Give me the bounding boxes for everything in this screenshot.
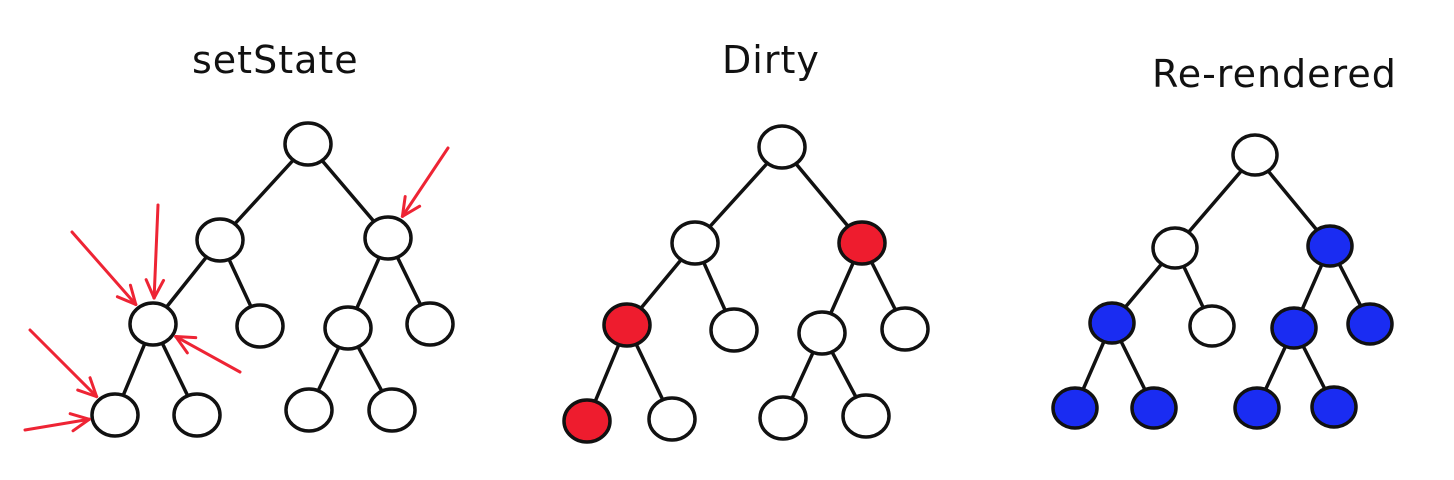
tree-node-left-right: [1188, 304, 1236, 348]
arrow-head: [71, 417, 91, 433]
tree-node-right: [837, 220, 887, 266]
tree-node-left: [1151, 226, 1199, 270]
arrow-shaft: [174, 335, 242, 374]
tree-node-right-left-left: [284, 387, 334, 433]
tree-node-right-left-right: [367, 387, 417, 433]
tree-node-root: [757, 124, 807, 170]
arrow-head: [76, 388, 99, 399]
tree-node-left-left: [128, 301, 178, 347]
tree-node-left-left-right: [647, 396, 697, 442]
tree-node-root: [1231, 133, 1279, 177]
arrow-upper-left: [70, 230, 138, 306]
tree-node-right-left: [323, 305, 373, 351]
tree-node-right: [363, 215, 413, 261]
tree-node-left-left-left: [562, 398, 612, 444]
arrow-shaft: [28, 328, 99, 399]
diagram-title-rerendered: Re-rendered: [1152, 52, 1397, 96]
arrow-leaf-upper: [28, 328, 99, 399]
tree-node-right-left-left: [758, 395, 808, 441]
arrow-head: [400, 195, 407, 218]
arrow-shaft: [152, 203, 160, 300]
tree-node-right-right: [1346, 302, 1394, 346]
tree-node-right-right: [405, 301, 455, 347]
tree-node-left-left-left: [90, 392, 140, 438]
arrow-to-right-child: [400, 146, 450, 218]
tree-node-left-left: [602, 302, 652, 348]
diagram-title-setstate: setState: [192, 38, 359, 82]
arrow-head: [152, 278, 166, 300]
tree-node-left-left-right: [172, 392, 222, 438]
arrow-top: [144, 203, 166, 300]
tree-setstate: [23, 121, 455, 438]
tree-node-right-left-right: [1310, 385, 1358, 429]
tree-node-left: [670, 220, 720, 266]
tree-node-right-right: [880, 306, 930, 352]
arrow-shaft: [400, 146, 450, 218]
tree-node-right-left-right: [841, 393, 891, 439]
tree-rerendered: [1051, 133, 1394, 430]
tree-node-left-left-right: [1130, 386, 1178, 430]
arrow-head: [174, 335, 189, 355]
tree-node-left-left-left: [1051, 386, 1099, 430]
tree-node-left: [195, 217, 245, 263]
arrow-head: [128, 283, 138, 306]
tree-node-right-left-left: [1233, 386, 1281, 430]
tree-node-right-left: [797, 310, 847, 356]
arrow-head: [174, 335, 198, 340]
tree-node-right: [1306, 224, 1354, 268]
arrow-head: [115, 295, 138, 306]
tree-node-root: [283, 121, 333, 167]
arrow-leaf-lower: [23, 412, 91, 433]
tree-dirty: [562, 124, 930, 444]
arrow-shaft: [23, 417, 91, 432]
tree-node-left-right: [709, 307, 759, 353]
arrow-head: [68, 412, 91, 421]
arrow-lower-right: [174, 335, 242, 374]
arrow-head: [400, 204, 422, 218]
tree-node-left-left: [1088, 301, 1136, 345]
arrow-shaft: [70, 230, 138, 306]
arrow-head: [88, 376, 99, 399]
tree-node-left-right: [235, 303, 285, 349]
arrow-head: [144, 278, 156, 300]
diagram-title-dirty: Dirty: [722, 38, 820, 82]
tree-node-right-left: [1270, 306, 1318, 350]
